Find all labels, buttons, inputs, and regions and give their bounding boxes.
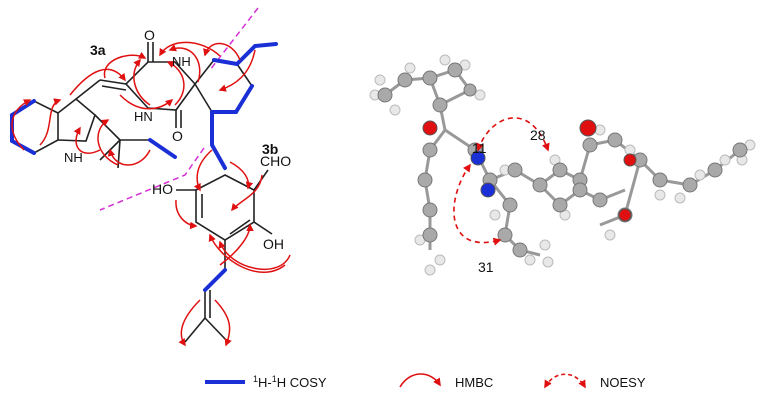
atom-o-top: O [144,27,155,43]
hmbc-legend-swatch [399,373,441,388]
atom-oh-right: OH [263,236,284,252]
oxygen-atom [422,120,438,136]
atom-ho-left: HO [152,181,173,197]
atom-hn-mid: HN [134,109,153,124]
hmbc-arrows [11,41,291,347]
model-3d: 11 28 31 [369,54,756,276]
skeleton-bonds [11,42,277,343]
noesy-legend-swatch [544,373,586,389]
oxygen-atom [618,208,632,222]
legend: 1H-1H COSY HMBC NOESY [205,373,646,390]
noesy-label-11: 11 [472,140,487,156]
noesy-legend-label: NOESY [600,375,646,390]
cosy-legend-label: 1H-1H COSY [253,374,327,390]
atom-cho: CHO [260,153,291,169]
noesy-arrows [453,117,550,246]
oxygen-atom [579,119,597,137]
noesy-label-31: 31 [478,259,494,275]
model-carbons [377,62,748,258]
nitrogen-atom [480,182,496,198]
atom-o-mid: O [172,128,183,144]
compound-label-3b: 3b [262,141,278,157]
oxygen-atom [623,153,637,167]
compound-label-3a: 3a [90,42,106,58]
noesy-label-28: 28 [530,127,546,143]
atom-nh-top: NH [172,54,191,69]
structure-2d: 3a 3b O NH HN O NH CHO HO OH [10,7,291,347]
model-hydrogens [369,54,756,276]
atom-nh-indole: NH [64,150,83,165]
hmbc-legend-label: HMBC [455,375,493,390]
